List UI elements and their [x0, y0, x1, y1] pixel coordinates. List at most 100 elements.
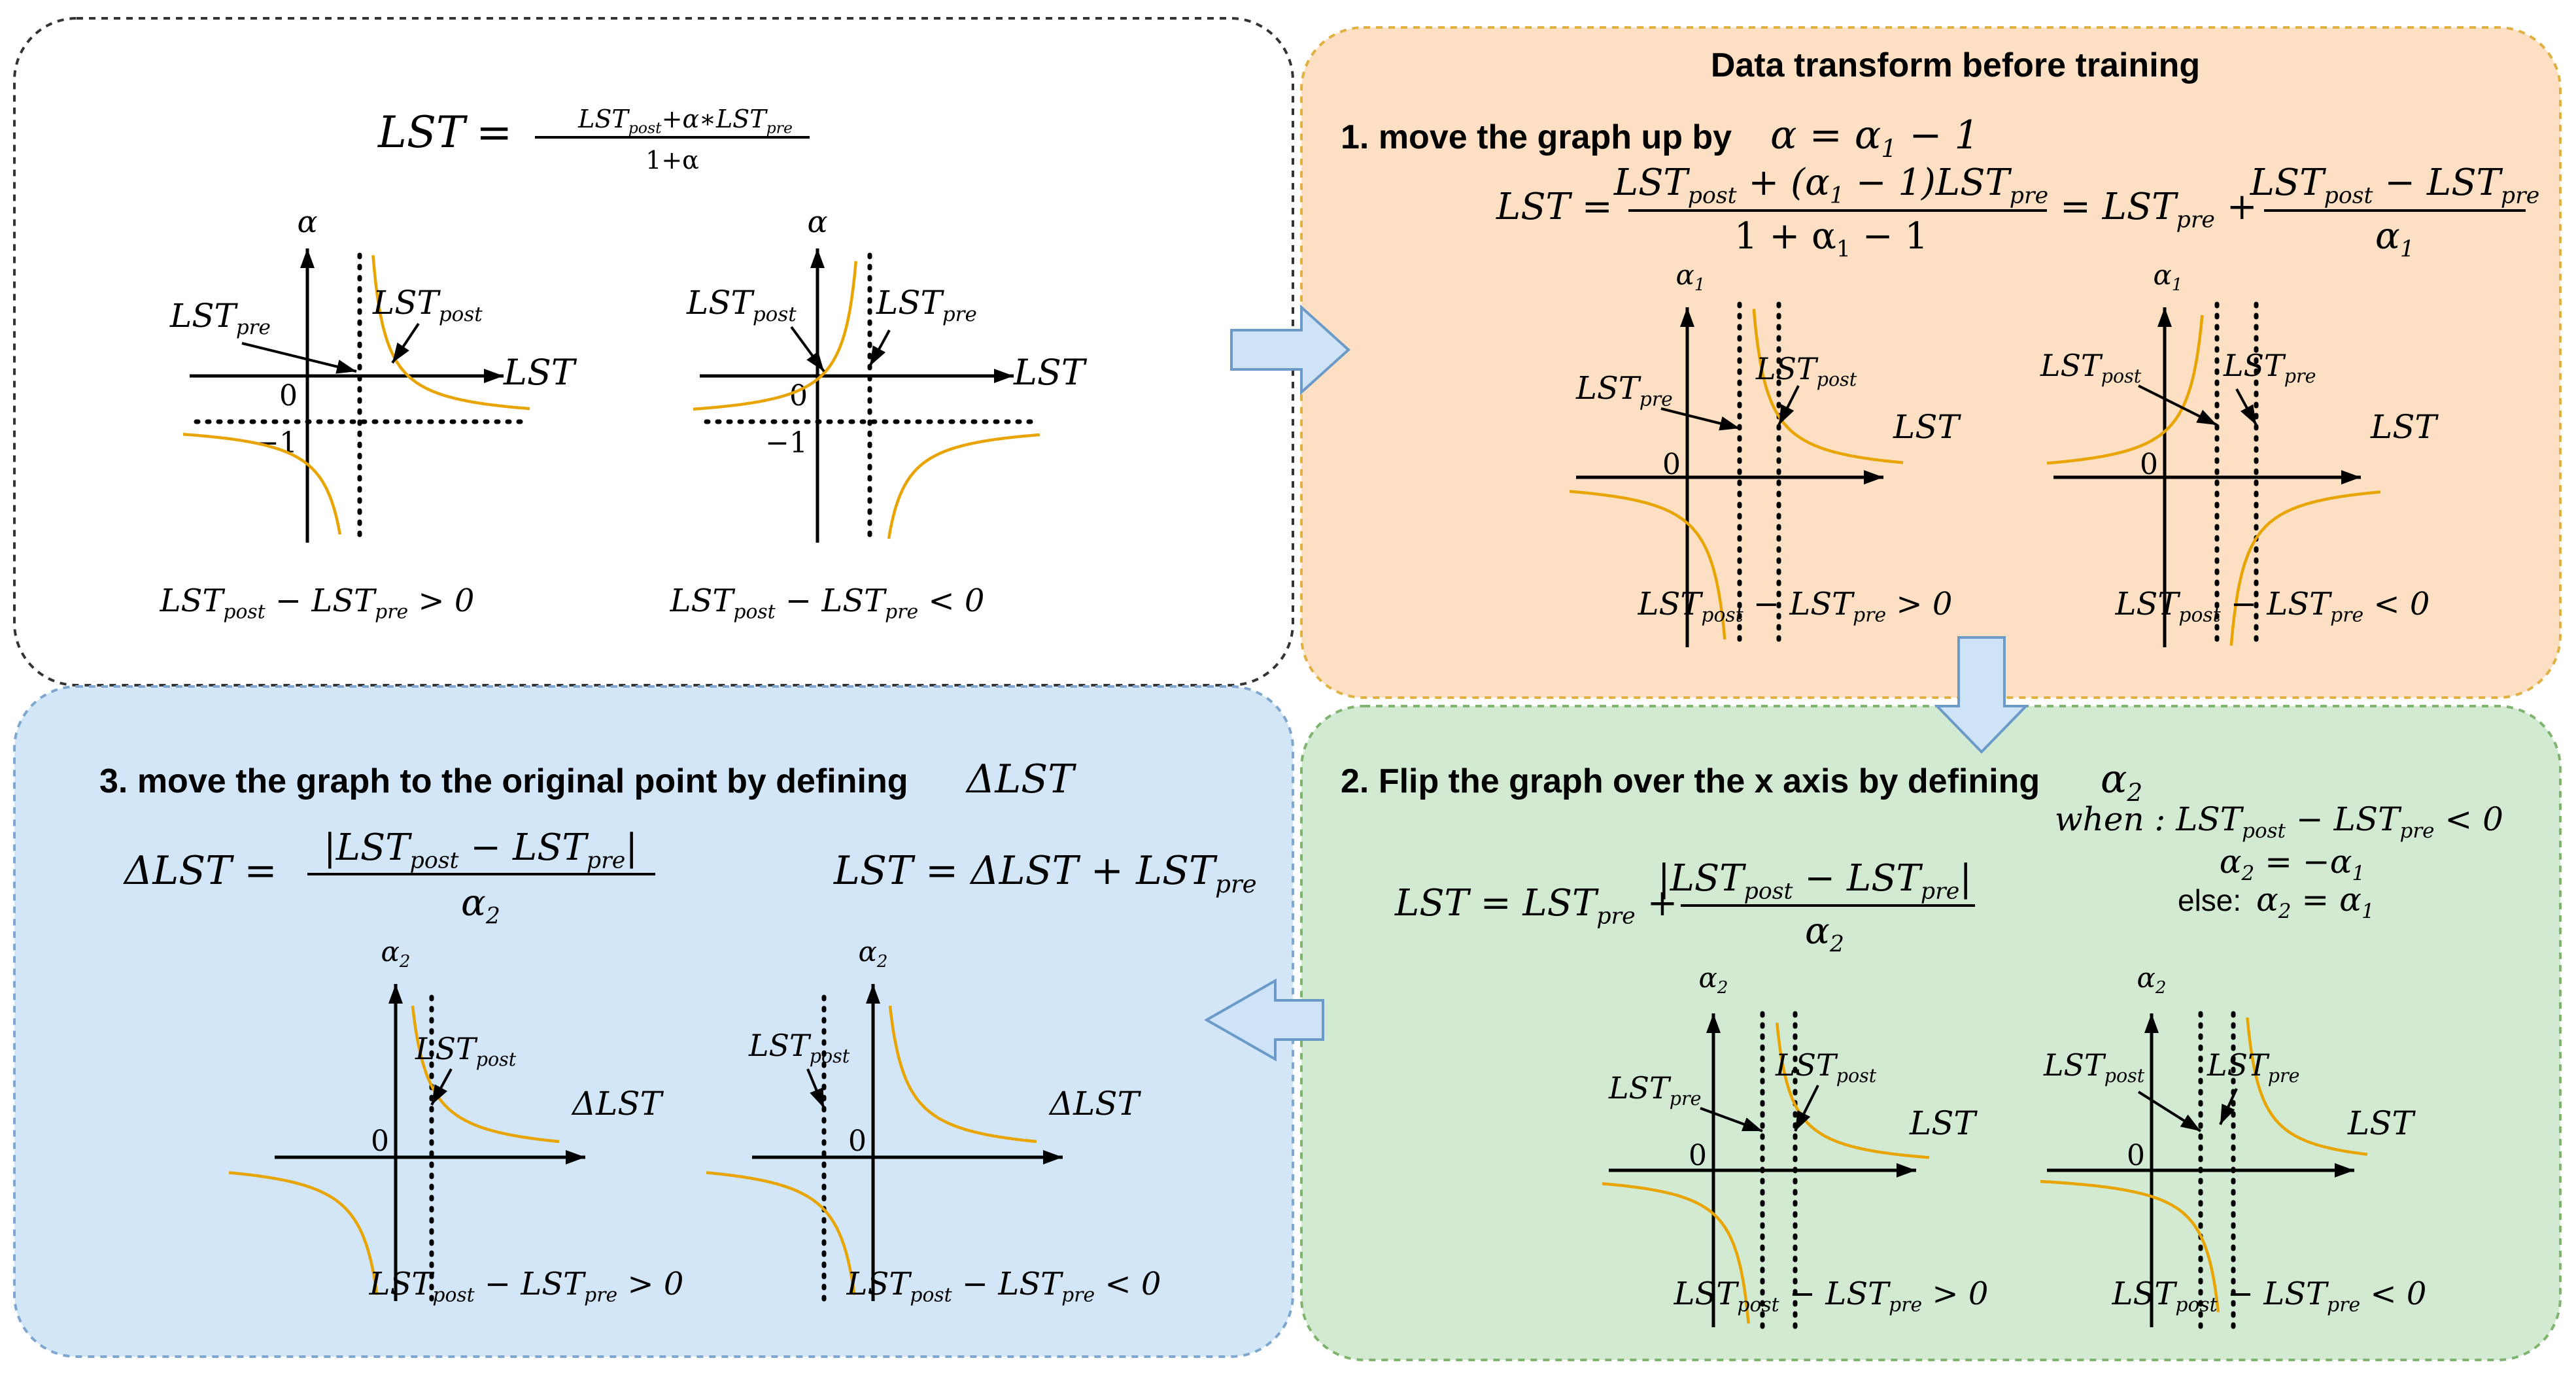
x-axis-head [2335, 1163, 2354, 1178]
pointer-left [241, 342, 357, 373]
y-axis-label: α2​ [381, 936, 411, 972]
pointer-right-head [2240, 404, 2256, 425]
x-axis-label: LST [1909, 1104, 1978, 1142]
y-axis-head [300, 248, 315, 268]
y-axis-head [388, 984, 403, 1004]
panel3-formula2: LST = ΔLST + LSTpre​ [833, 848, 1257, 898]
graph-caption: LSTpost​ − LSTpre​ < 0 [846, 1266, 1161, 1307]
curve-right-branch [2229, 490, 2381, 646]
panel1-header: Data transform before training [1711, 46, 2200, 84]
x-axis-head [1864, 470, 1883, 484]
pointer-left-head [1742, 1117, 1762, 1131]
x-axis-head [566, 1150, 585, 1164]
origin-label: 0 [279, 379, 298, 413]
svg-text:α2​: α2​ [1805, 910, 1844, 957]
svg-text:|LSTpost​ − LSTpre​|: |LSTpost​ − LSTpre​| [324, 826, 638, 873]
panel3-step-title: 3. move the graph to the original point … [99, 756, 1076, 802]
x-axis-label: LST [1013, 352, 1088, 393]
pointer-right-head [392, 342, 409, 363]
origin-label: 0 [1689, 1139, 1707, 1172]
arrow-label-left: LSTpre​ [1608, 1070, 1701, 1110]
curve-left-branch [2046, 314, 2204, 465]
curve-right-branch [887, 433, 1040, 539]
y-axis-label: α [807, 204, 827, 239]
panel1-formula: LST = LSTpost​ + (α1​ − 1)LSTpre​ 1 + α1… [1496, 161, 2539, 262]
svg-text:α2​ = −α1​: α2​ = −α1​ [2220, 843, 2365, 885]
svg-text:3. move the graph to the orig: 3. move the graph to the original point … [99, 762, 908, 800]
y-axis-head [1706, 1013, 1721, 1033]
flow-arrow-right [1230, 304, 1350, 396]
graph-caption: LSTpost​ − LSTpre​ > 0 [160, 583, 475, 624]
curve-right-branch [888, 1006, 1037, 1144]
svg-text:2. Flip the graph over the x: 2. Flip the graph over the x axis by def… [1341, 762, 2040, 800]
pointer-left-head [1719, 416, 1740, 431]
curve-left-branch [228, 1171, 379, 1295]
svg-text:LST =: LST = [1496, 186, 1613, 228]
pointer-head [810, 1087, 824, 1108]
svg-text:else:: else: [2178, 883, 2241, 917]
curve-right-branch [371, 255, 530, 411]
y-axis-head [2157, 307, 2172, 327]
curve-left-branch [1602, 1182, 1750, 1324]
curve-left-branch [2040, 1179, 2220, 1313]
pointer-left-head [806, 351, 824, 371]
svg-text:1. move the graph up by: 1. move the graph up by [1341, 118, 1732, 156]
svg-text:LSTpost​ − LSTpre​: LSTpost​ − LSTpre​ [2250, 161, 2540, 209]
svg-text:α2​: α2​ [2101, 756, 2142, 807]
y-axis-head [866, 984, 880, 1004]
pointer-left-head [335, 360, 356, 374]
svg-text:LST = LSTpre​ +: LST = LSTpre​ + [1394, 882, 1677, 929]
pointer-right-head [870, 345, 886, 366]
svg-text:α2​: α2​ [461, 882, 500, 929]
x-axis-label: LST [2347, 1104, 2416, 1142]
panel0-formula: LST = LSTpost​+α∗LSTpre​ 1+α [377, 105, 810, 175]
svg-text:α2​ = α1​: α2​ = α1​ [2256, 881, 2375, 923]
y-axis-label: α [297, 204, 317, 239]
curve-right-branch [1752, 309, 1904, 464]
y-axis-label: α2​ [859, 936, 888, 972]
graph-caption: LSTpost​ − LSTpre​ > 0 [369, 1266, 684, 1307]
x-axis-head [1897, 1163, 1916, 1178]
arrow-label-right: LSTpre​ [876, 284, 977, 326]
origin-label: 0 [1662, 448, 1681, 481]
panel2-formula: LST = LSTpre​ + |LSTpost​ − LSTpre​| α2​ [1394, 857, 1975, 957]
y-axis-label: α1​ [1676, 259, 1706, 295]
x-axis-label: LST [503, 352, 577, 393]
flow-arrow-left [1203, 978, 1324, 1062]
arrow-label-right: LSTpre​ [2223, 348, 2316, 387]
x-axis-label: ΔLST [571, 1085, 664, 1123]
graph-caption: LSTpost​ − LSTpre​ > 0 [1674, 1276, 1989, 1317]
curve-left-branch [706, 1171, 856, 1295]
origin-label: 0 [2127, 1139, 2145, 1172]
origin-label: 0 [789, 379, 808, 413]
arrow-label: LSTpost​ [415, 1031, 517, 1070]
x-axis-label: LST [1893, 408, 1961, 446]
arrow-label-left: LSTpost​ [2040, 348, 2142, 387]
arrow-label-right: LSTpost​ [1775, 1047, 1877, 1087]
curve-left-branch [693, 261, 858, 411]
arrow-label-right: LSTpre​ [2207, 1047, 2299, 1087]
svg-text:ΔLST =: ΔLST = [123, 848, 277, 894]
pointer-right-head [1795, 1110, 1811, 1131]
x-axis-head [2341, 470, 2361, 484]
origin-label: 0 [2140, 448, 2158, 481]
curve-right-branch [2246, 1017, 2368, 1156]
graph-caption: LSTpost​ − LSTpre​ > 0 [1638, 586, 1953, 627]
curve-left-branch [1569, 490, 1726, 640]
x-axis-label: ΔLST [1048, 1085, 1142, 1123]
x-axis-head [484, 369, 504, 383]
flow-arrow-down [1934, 636, 2029, 754]
pointer-head [432, 1084, 448, 1105]
graph-caption: LSTpost​ − LSTpre​ < 0 [2115, 586, 2430, 627]
y-axis-head [2144, 1013, 2159, 1033]
neg-one-label: −1 [765, 426, 808, 460]
svg-text:α1​: α1​ [2375, 215, 2414, 262]
y-axis-label: α2​ [1699, 962, 1728, 998]
